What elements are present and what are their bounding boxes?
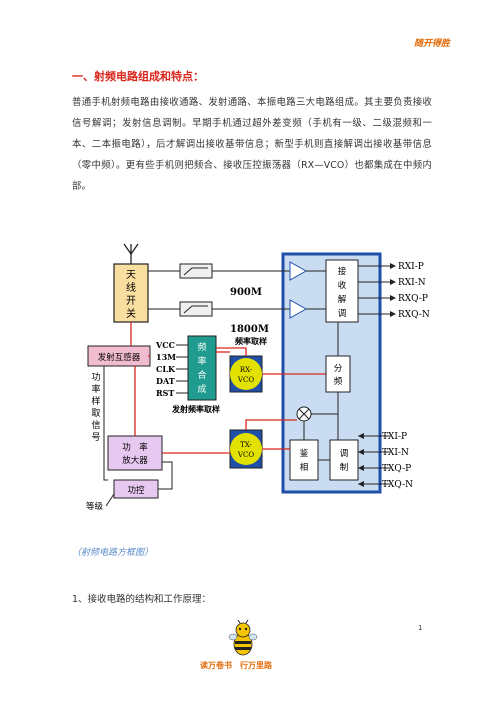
rx-output-4: RXQ-N: [398, 310, 430, 320]
rf-block-diagram: 天 线 开 关 900M 1800M 接 收 解 调: [86, 243, 430, 512]
freq-synth-block: [187, 335, 217, 401]
power-amp-block: [107, 435, 163, 471]
synth-label-4: 成: [197, 383, 206, 395]
antenna-switch-label-3: 开: [126, 296, 136, 307]
mod-label-1: 调: [340, 449, 349, 459]
bee-mascot-icon: [228, 620, 258, 656]
divider-label-2: 频: [334, 376, 343, 387]
freq-sample-label: 频率取样: [235, 336, 267, 346]
power-sample-label-5: 信: [91, 419, 100, 431]
demod-label-2: 收: [338, 280, 347, 291]
tx-sensor-label: 发射互感器: [98, 352, 141, 363]
synth-input-13m: 13M: [156, 352, 176, 362]
subheading: 1、接收电路的结构和工作原理：: [72, 594, 212, 605]
antenna-icon: [123, 243, 139, 264]
phase-detector-block: [289, 439, 319, 481]
demod-label-4: 调: [338, 309, 347, 319]
synth-input-clk: CLK: [156, 364, 176, 374]
tx-input-4: TXQ-N: [382, 480, 413, 490]
tx-input-2: TXI-N: [382, 448, 409, 458]
power-control-label: 功控: [127, 485, 145, 496]
divider-label-1: 分: [334, 364, 343, 374]
power-sample-label-4: 取: [91, 408, 100, 419]
synth-label-2: 率: [197, 355, 206, 367]
lna-900: [289, 261, 308, 281]
rx-output-2: RXI-N: [398, 278, 426, 288]
power-sample-label-6: 号: [91, 432, 100, 443]
diagram-caption: （射频电路方框图）: [72, 548, 154, 558]
footer-slogan: 读万卷书 行万里路: [200, 661, 272, 670]
antenna-switch-block: [113, 263, 149, 323]
tx-vco-label-2: VCO: [237, 451, 254, 459]
antenna-switch-label-4: 关: [126, 307, 136, 320]
tx-vco-label-1: TX-: [240, 441, 252, 449]
power-sample-label-1: 功: [91, 372, 100, 383]
power-sample-label-3: 样: [91, 395, 100, 407]
demod-label-3: 解: [338, 294, 347, 305]
section-title: 一、射频电路组成和特点：: [72, 70, 204, 83]
page-number: 1: [418, 624, 423, 632]
header-brand: 随开得胜: [413, 39, 450, 49]
band-900-label: 900M: [230, 287, 262, 298]
rx-vco-label-2: VCO: [237, 376, 254, 384]
modulator-block: [329, 439, 359, 481]
demod-block: [325, 259, 359, 323]
synth-input-vcc: VCC: [155, 340, 175, 350]
rx-vco-label-1: RX-: [240, 366, 253, 374]
demod-label-1: 接: [338, 266, 347, 277]
synth-label-1: 频: [197, 341, 206, 353]
filter-1800-block: [179, 301, 213, 317]
filter-900-block: [179, 263, 213, 279]
band-1800-label: 1800M: [230, 324, 269, 335]
synth-input-rst: RST: [156, 388, 174, 398]
mod-label-2: 制: [340, 462, 349, 473]
tx-input-3: TXQ-P: [382, 464, 411, 474]
lna-1800: [289, 299, 308, 319]
antenna-switch-label-2: 线: [126, 281, 136, 294]
rx-output-3: RXQ-P: [398, 294, 428, 304]
tx-freq-sample-label: 发射频率取样: [171, 404, 220, 414]
tx-input-1: TXI-P: [382, 432, 407, 442]
power-amp-label-1: 功 率: [122, 442, 148, 453]
synth-label-3: 合: [197, 369, 206, 381]
power-amp-label-2: 放大器: [122, 455, 148, 466]
rx-output-1: RXI-P: [398, 262, 424, 272]
phase-label-2: 相: [300, 462, 309, 473]
antenna-switch-label-1: 天: [126, 270, 136, 281]
power-sample-label-2: 率: [91, 383, 100, 395]
synth-input-dat: DAT: [156, 376, 175, 386]
level-label: 等级: [86, 501, 104, 512]
body-paragraph: 普通手机射频电路由接收通路、发射通路、本振电路三大电路组成。其主要负责接收信号解…: [72, 97, 432, 192]
phase-label-1: 鉴: [300, 448, 309, 459]
